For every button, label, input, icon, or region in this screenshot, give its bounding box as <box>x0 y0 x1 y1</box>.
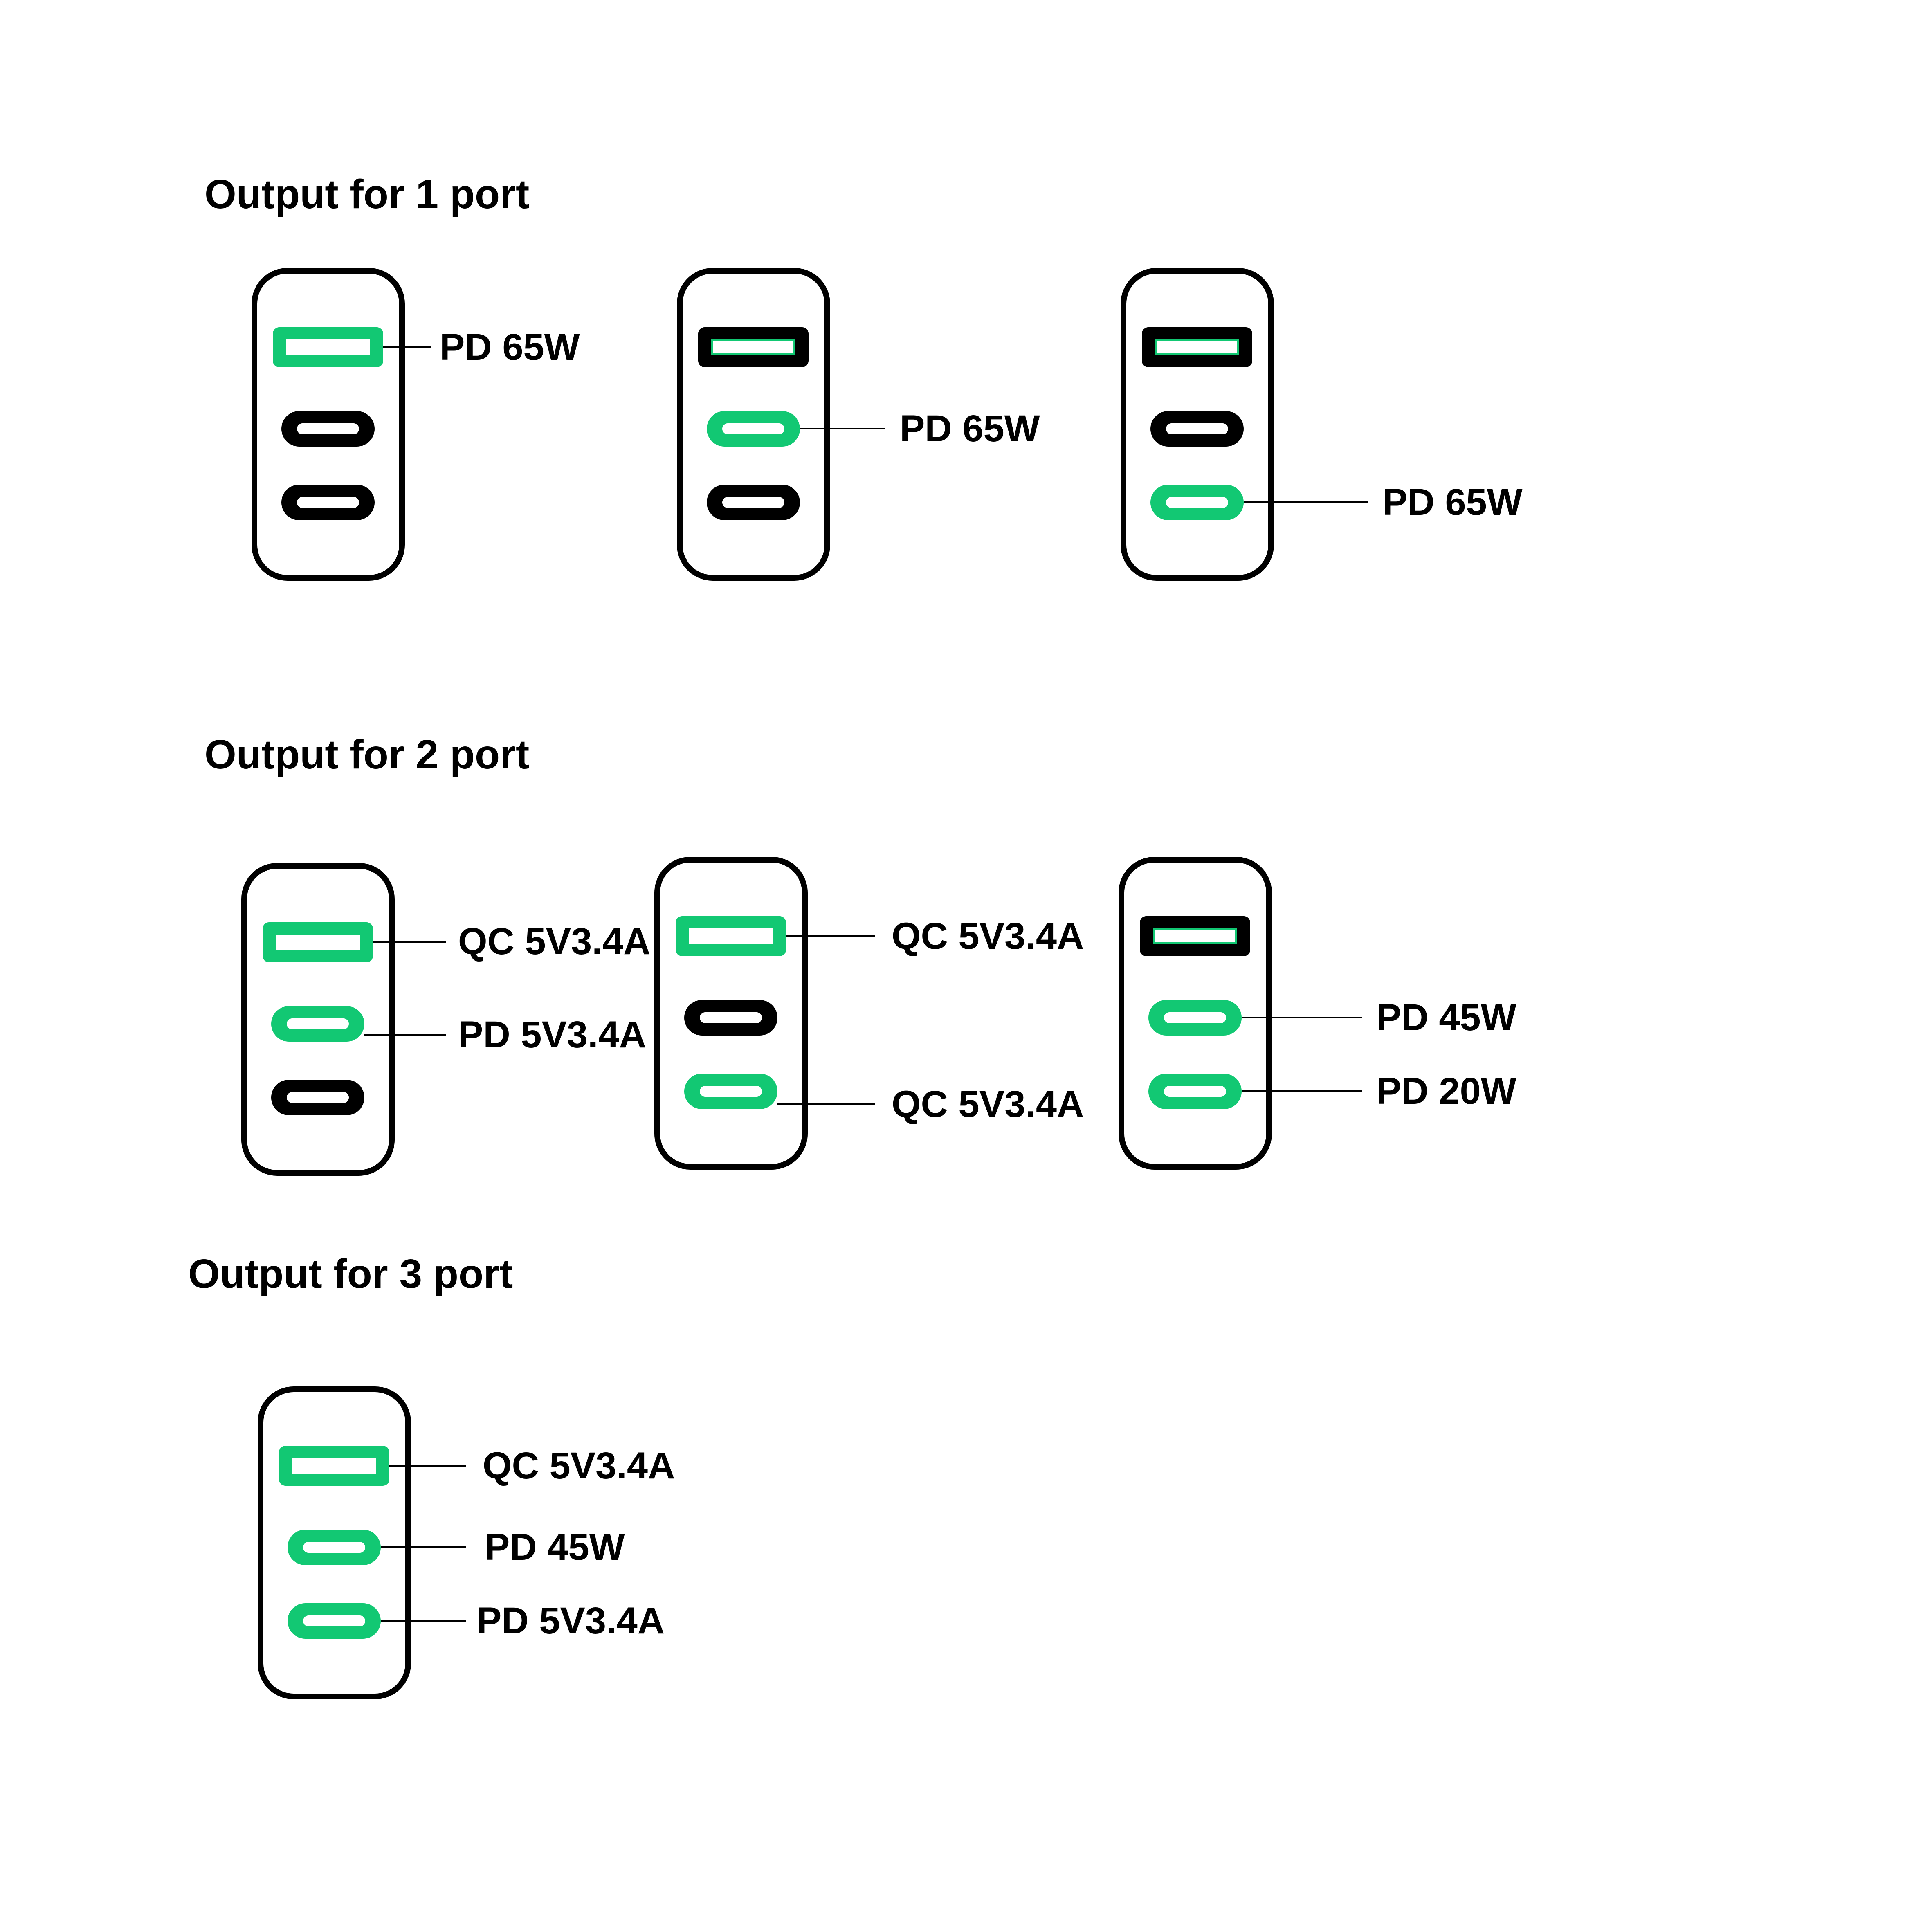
port-label: PD 65W <box>1382 481 1523 523</box>
charger <box>1121 268 1274 581</box>
port-label: QC 5V3.4A <box>892 915 1084 957</box>
port-label: QC 5V3.4A <box>458 921 651 962</box>
usb-a-slot <box>689 928 773 944</box>
callout-line <box>389 1465 466 1467</box>
section-title-1-port: Output for 1 port <box>204 171 530 217</box>
charger <box>1119 857 1272 1170</box>
section-title-2-port: Output for 2 port <box>204 732 530 777</box>
usb-c-slot <box>1164 1012 1226 1023</box>
port-label: PD 45W <box>1376 997 1516 1038</box>
port-label: PD 5V3.4A <box>458 1014 647 1056</box>
section-title-3-port: Output for 3 port <box>188 1251 513 1297</box>
usb-c-slot <box>297 497 359 508</box>
charger <box>677 268 830 581</box>
usb-c-slot <box>287 1092 349 1103</box>
usb-a-port <box>1142 327 1252 367</box>
usb-a-port <box>279 1446 389 1486</box>
usb-c-slot <box>700 1012 762 1023</box>
usb-c-port <box>288 1603 381 1639</box>
usb-a-slot <box>276 935 360 950</box>
callout-line <box>800 428 885 429</box>
usb-c-port <box>707 411 800 447</box>
usb-c-slot <box>700 1086 762 1097</box>
usb-a-port <box>1140 916 1250 956</box>
usb-c-slot <box>297 423 359 434</box>
callout-line <box>373 941 446 943</box>
usb-c-port <box>1150 411 1244 447</box>
usb-a-slot <box>1153 928 1237 944</box>
callout-line <box>1244 501 1368 503</box>
usb-c-slot <box>1166 423 1228 434</box>
callout-line <box>381 1546 466 1548</box>
usb-a-port <box>263 922 373 962</box>
callout-line <box>364 1034 446 1036</box>
usb-a-slot <box>292 1458 376 1474</box>
charger <box>252 268 405 581</box>
charger <box>654 857 808 1170</box>
usb-c-slot <box>722 497 784 508</box>
port-label: PD 65W <box>440 326 580 368</box>
callout-line <box>777 1103 875 1105</box>
callout-line <box>383 346 431 348</box>
usb-a-port <box>273 327 383 367</box>
port-label: PD 20W <box>1376 1070 1516 1112</box>
usb-c-port <box>684 1000 777 1036</box>
usb-c-port <box>707 485 800 520</box>
usb-c-port <box>281 411 375 447</box>
port-label: QC 5V3.4A <box>892 1083 1084 1125</box>
callout-line <box>786 935 875 937</box>
usb-c-port <box>1148 1074 1242 1109</box>
callout-line <box>1242 1017 1362 1018</box>
usb-a-slot <box>286 339 370 355</box>
usb-a-slot <box>711 339 795 355</box>
usb-c-port <box>271 1080 364 1115</box>
usb-c-port <box>288 1530 381 1565</box>
usb-c-port <box>1148 1000 1242 1036</box>
usb-a-slot <box>1155 339 1239 355</box>
usb-c-port <box>684 1074 777 1109</box>
usb-c-slot <box>303 1542 365 1553</box>
usb-c-slot <box>287 1018 349 1029</box>
port-label: QC 5V3.4A <box>483 1445 675 1487</box>
usb-c-slot <box>303 1615 365 1626</box>
port-label: PD 65W <box>900 408 1040 449</box>
callout-line <box>381 1620 466 1622</box>
charger <box>241 863 395 1176</box>
usb-c-port <box>271 1006 364 1042</box>
usb-c-slot <box>722 423 784 434</box>
callout-line <box>1242 1090 1362 1092</box>
port-label: PD 45W <box>485 1526 625 1568</box>
usb-c-slot <box>1164 1086 1226 1097</box>
usb-a-port <box>698 327 809 367</box>
usb-a-port <box>676 916 786 956</box>
usb-c-port <box>281 485 375 520</box>
usb-c-port <box>1150 485 1244 520</box>
port-label: PD 5V3.4A <box>476 1600 665 1642</box>
usb-c-slot <box>1166 497 1228 508</box>
charger <box>258 1386 411 1699</box>
